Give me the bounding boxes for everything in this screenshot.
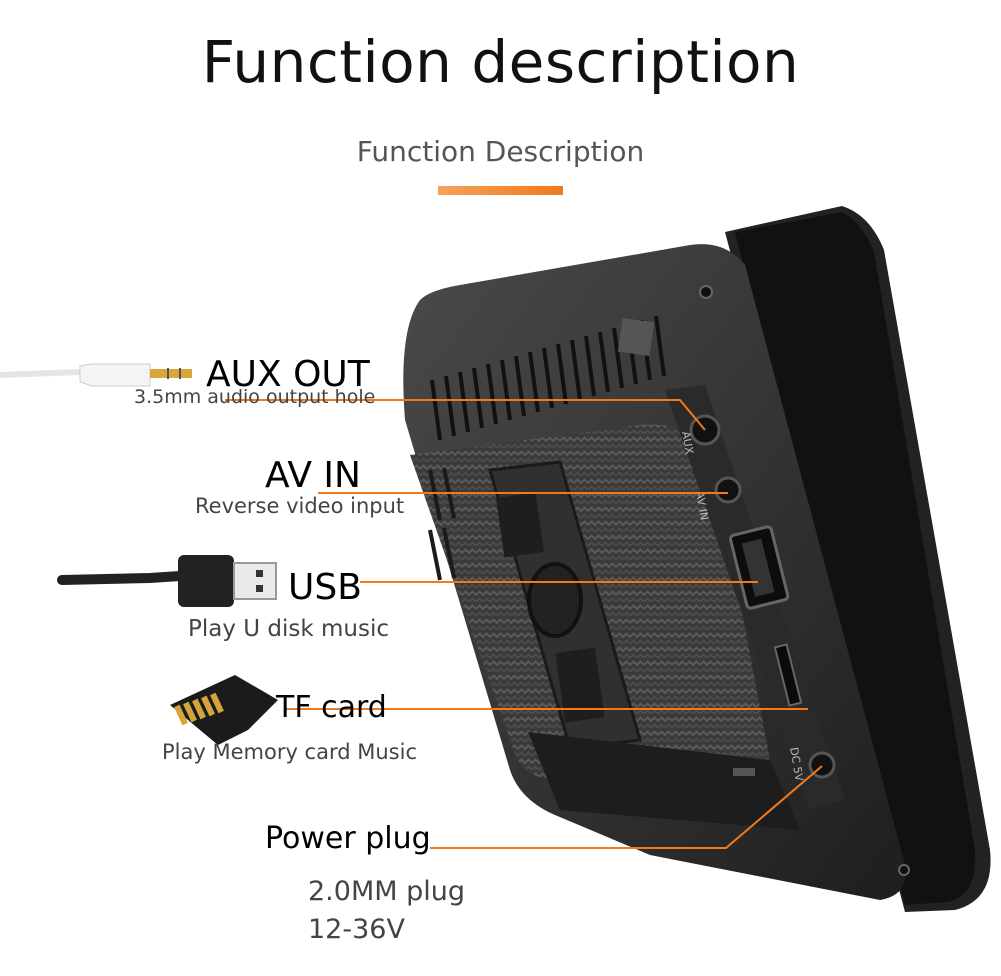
port-label-av-in: AV IN (693, 490, 711, 521)
port-strip: AUX AV IN DC 5V (528, 385, 845, 830)
accent-underline (438, 186, 563, 195)
usb-port-icon (729, 525, 790, 610)
audio-cable-icon (0, 363, 192, 387)
page-title: Function description (201, 28, 800, 96)
aux-callout-line (225, 399, 706, 431)
sd-card-icon (170, 675, 278, 745)
power-plug-spec-1: 2.0MM plug (308, 876, 466, 907)
tf-card-description: Play Memory card Music (162, 740, 417, 764)
aux-out-description: 3.5mm audio output hole (134, 386, 376, 408)
port-label-aux: AUX (679, 430, 696, 455)
aux-out-label: AUX OUT (206, 354, 370, 395)
usb-description: Play U disk music (188, 616, 390, 642)
carbon-panel (410, 424, 770, 780)
av-in-jack-icon (714, 476, 742, 504)
usb-label: USB (288, 567, 362, 608)
power-callout-line (430, 765, 823, 849)
page-subtitle: Function Description (356, 135, 645, 168)
callout-lines (225, 399, 823, 849)
usb-cable-icon (57, 555, 277, 607)
tf-slot-icon (773, 643, 803, 707)
av-in-description: Reverse video input (195, 494, 405, 518)
port-label-dc: DC 5V (787, 746, 806, 782)
power-plug-spec-2: 12-36V (308, 914, 405, 945)
av-in-label: AV IN (265, 455, 361, 496)
power-plug-label: Power plug (265, 821, 431, 856)
device-front-bezel (725, 206, 991, 912)
tf-card-label: TF card (276, 690, 387, 725)
